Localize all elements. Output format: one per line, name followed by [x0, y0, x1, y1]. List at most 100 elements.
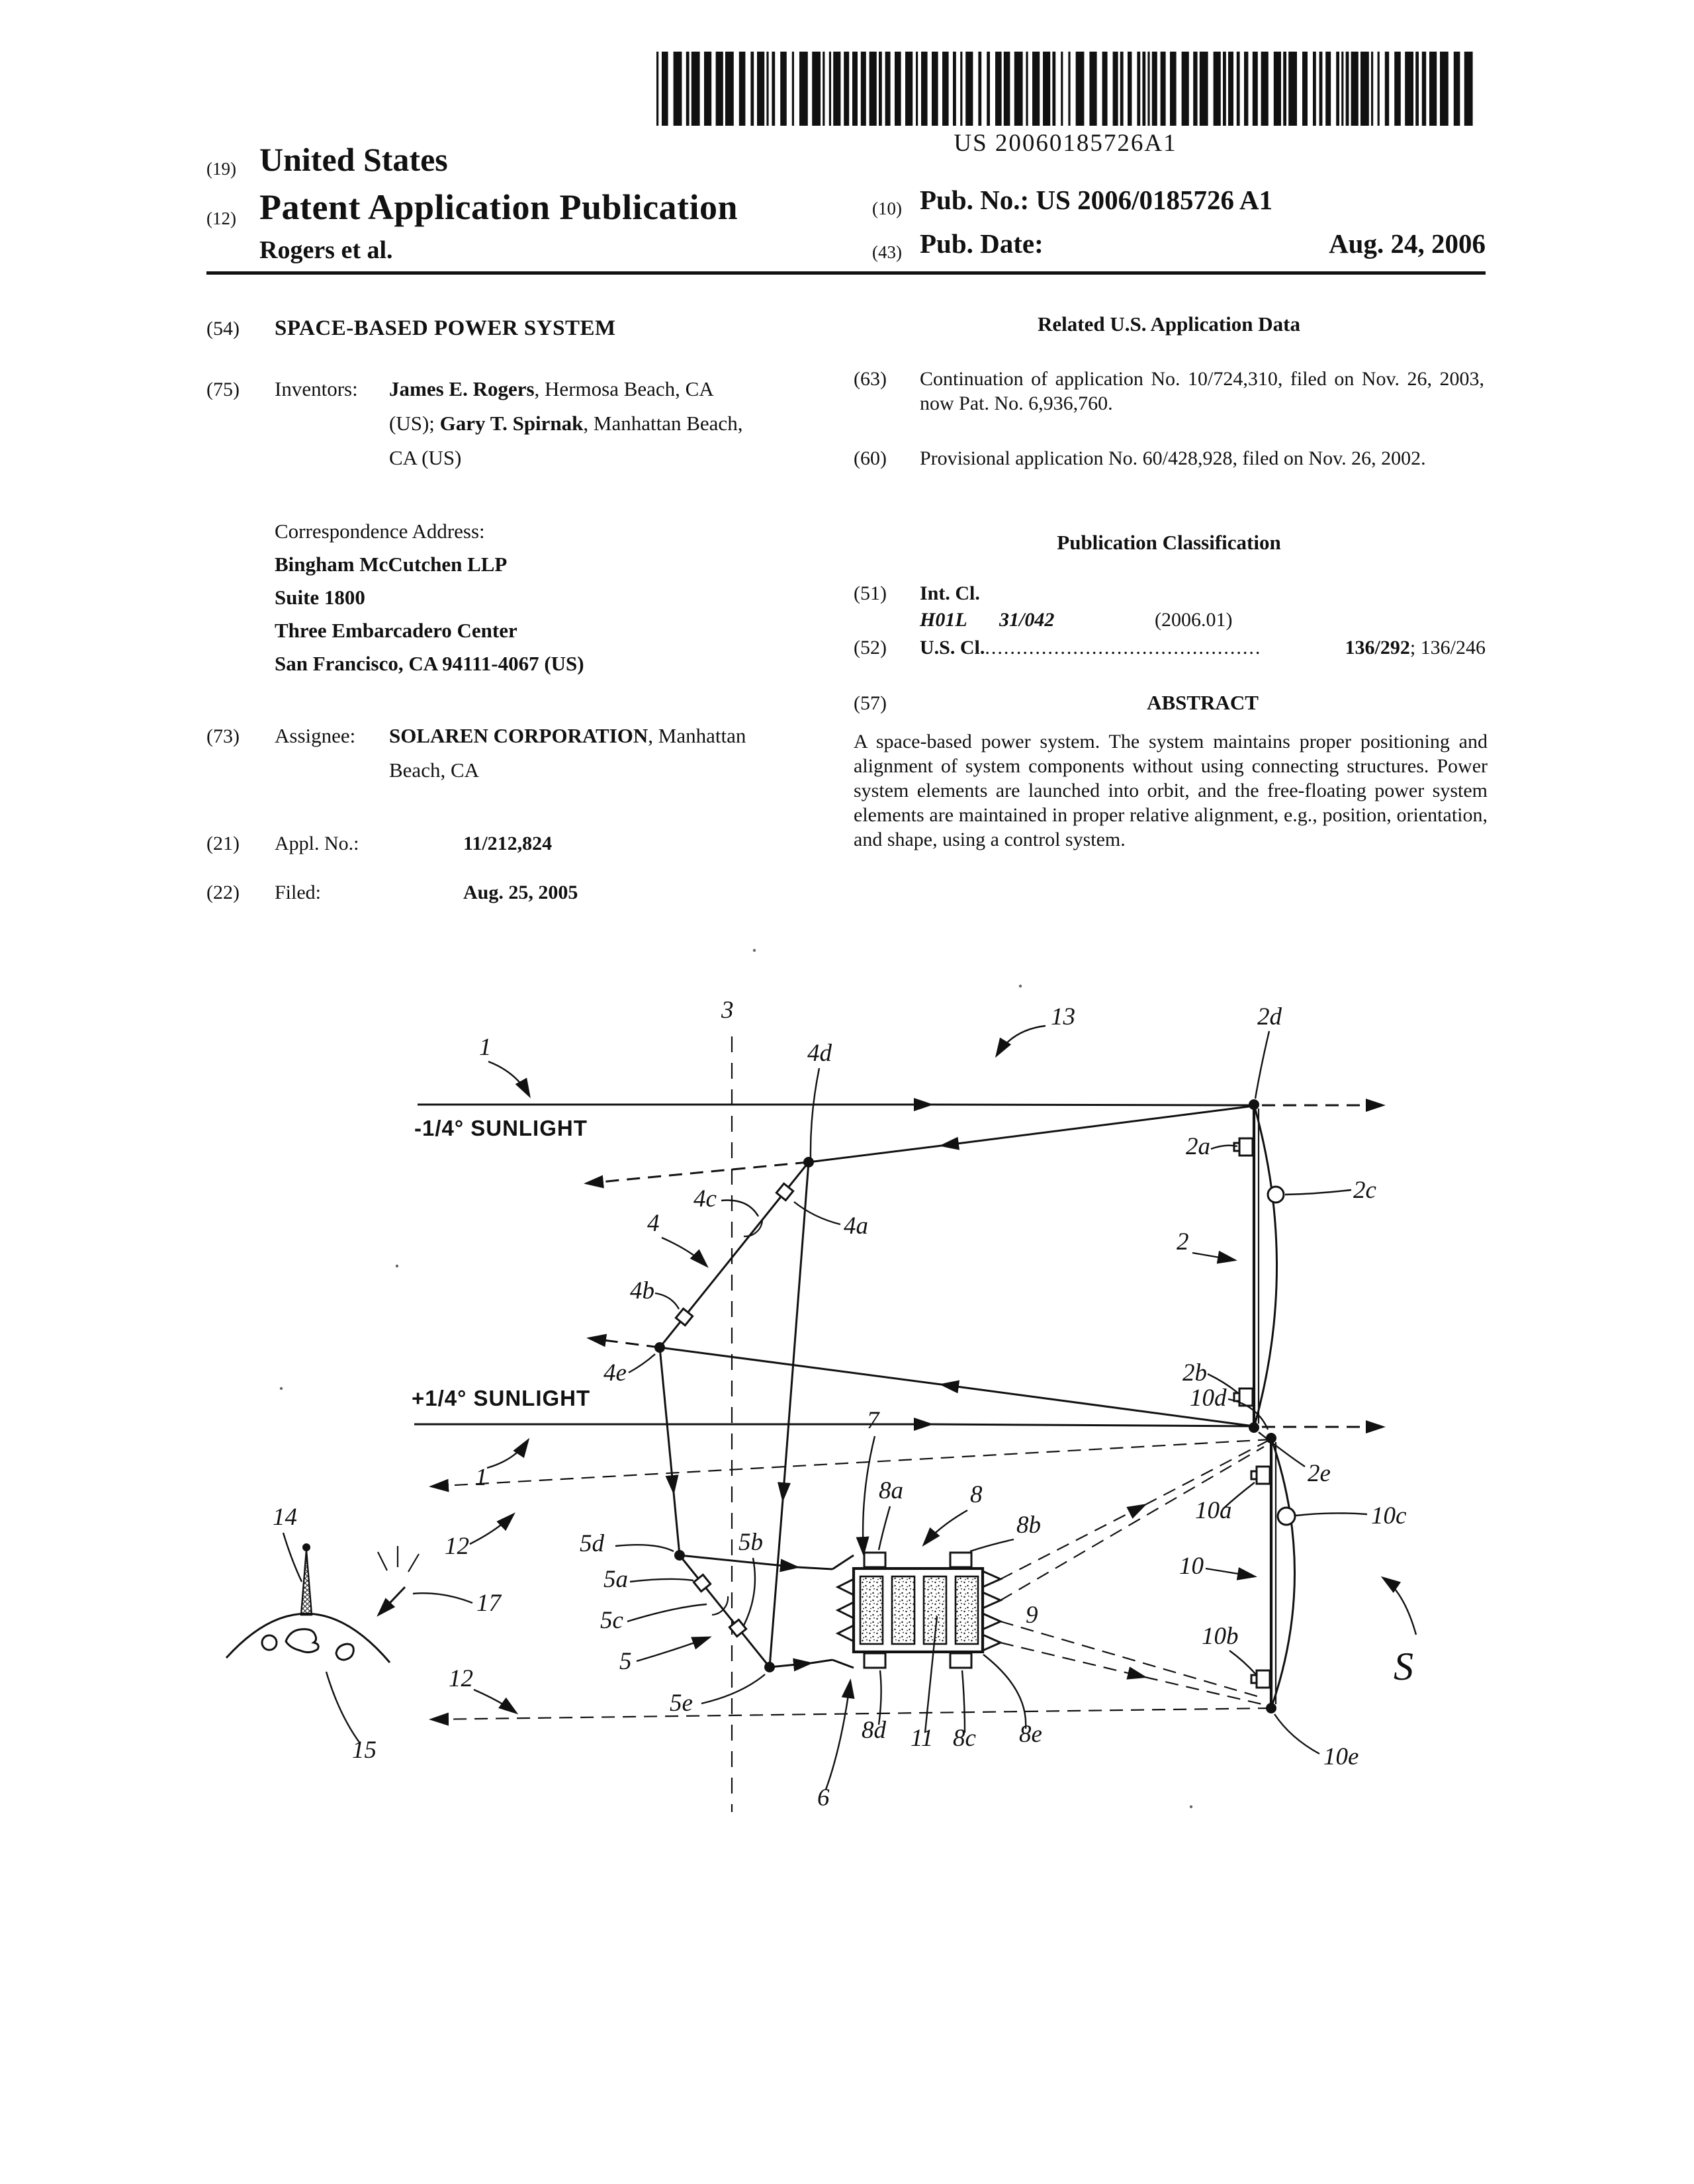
- figure-label-5: 5: [619, 1648, 632, 1675]
- figure-label-7: 7: [867, 1407, 880, 1434]
- figure-label-13: 13: [1051, 1003, 1075, 1030]
- figure-label-3: 3: [721, 997, 734, 1024]
- thruster-4b: [674, 1307, 694, 1327]
- pub-date-line: Pub. Date: Aug. 24, 2006: [920, 228, 1486, 259]
- correspondence-block: Correspondence Address: Bingham McCutche…: [275, 515, 698, 680]
- continent: [335, 1643, 355, 1661]
- angle-arc-5c: [711, 1596, 729, 1616]
- related-data-heading: Related U.S. Application Data: [1038, 312, 1300, 336]
- sensor-10c: [1276, 1506, 1296, 1526]
- figure-label-2a: 2a: [1186, 1133, 1210, 1160]
- pub-no-label: Pub. No.:: [920, 185, 1030, 215]
- document-type: Patent Application Publication: [259, 187, 738, 227]
- field-tag-51: (51): [854, 582, 887, 604]
- speck: [1189, 1805, 1193, 1809]
- mount-8a: [863, 1551, 887, 1569]
- pub-no-value: US 2006/0185726 A1: [1036, 185, 1273, 215]
- filed-row: (22) Filed: Aug. 25, 2005: [206, 880, 822, 905]
- figure-label-6: 6: [817, 1784, 830, 1811]
- us-cl-leader-dots: ........................................…: [985, 637, 1262, 659]
- system-label-13: 13: [995, 1003, 1075, 1058]
- left-horns: [835, 1577, 855, 1643]
- assignee-label: Assignee:: [275, 724, 356, 747]
- solar-panel: [954, 1575, 979, 1645]
- int-cl-label: Int. Cl.: [920, 582, 980, 604]
- solar-panel: [891, 1575, 916, 1645]
- sunlight-ray-bottom: +1/4° SUNLIGHT 1: [412, 1386, 1386, 1491]
- barcode-image: [656, 52, 1473, 126]
- related-60-row: (60) Provisional application No. 60/428,…: [854, 446, 1486, 471]
- int-cl-value-row: H01L 31/042 (2006.01): [920, 608, 1486, 632]
- earth: 14 15 17: [225, 1504, 502, 1764]
- inventors-row: (75) Inventors: James E. Rogers, Hermosa…: [206, 372, 822, 475]
- barcode-number: US 20060185726A1: [954, 130, 1177, 157]
- figure-label-8d: 8d: [862, 1717, 887, 1744]
- assignee-row: (73) Assignee: SOLAREN CORPORATION, Manh…: [206, 719, 822, 788]
- figure-label-1: 1: [479, 1034, 492, 1061]
- figure-label-8: 8: [970, 1481, 983, 1508]
- power-converter-assembly: 7 8a 8 8b 9 8d 11 8c 8e 6: [817, 1407, 1042, 1811]
- directing-mirror-5: 5d 5a 5c 5 5e 5b: [580, 1529, 775, 1717]
- speck: [1018, 984, 1022, 988]
- sensor-2c: [1267, 1185, 1285, 1204]
- earth-facing-reflector-10: 10d 10a 10c 10 10b 10e S: [1179, 1385, 1417, 1770]
- title-row: (54) SPACE-BASED POWER SYSTEM: [206, 316, 822, 341]
- appl-no-row: (21) Appl. No.: 11/212,824: [206, 831, 822, 856]
- field-tag-21: (21): [206, 833, 240, 854]
- int-cl-subclass: 31/042: [999, 609, 1055, 631]
- beam-lens2-to-mirror4: [584, 1105, 1255, 1428]
- figure-label-4: 4: [647, 1210, 660, 1237]
- correspondence-line: San Francisco, CA 94111-4067 (US): [275, 652, 584, 675]
- kind-code-19: (19): [206, 159, 236, 179]
- figure-label-10e: 10e: [1323, 1743, 1359, 1770]
- figure-label-2d: 2d: [1257, 1003, 1282, 1030]
- figure-label-8a: 8a: [879, 1477, 903, 1504]
- field-tag-75: (75): [206, 379, 240, 400]
- mount-8b: [949, 1551, 973, 1569]
- figure-label-10d: 10d: [1190, 1385, 1227, 1412]
- speck: [395, 1264, 399, 1268]
- sunlight-ray-top: -1/4° SUNLIGHT 1: [414, 1034, 1386, 1140]
- figure-label-15: 15: [352, 1737, 377, 1764]
- inventors-label: Inventors:: [275, 377, 358, 400]
- thruster-4a: [775, 1182, 795, 1202]
- lens10-top-node: [1266, 1433, 1276, 1443]
- field-tag-52: (52): [854, 637, 887, 659]
- sunlight-minus-label: -1/4° SUNLIGHT: [414, 1116, 588, 1140]
- figure-label-5c: 5c: [600, 1607, 624, 1634]
- figure-label-4e: 4e: [603, 1359, 627, 1387]
- inventor-name: Gary T. Spirnak: [439, 412, 584, 435]
- figure-label-2e: 2e: [1308, 1460, 1331, 1487]
- assignee-value: SOLAREN CORPORATION, Manhattan Beach, CA: [389, 724, 746, 782]
- invention-title: SPACE-BASED POWER SYSTEM: [275, 316, 616, 340]
- authors: Rogers et al.: [259, 236, 393, 264]
- figure-label-17: 17: [476, 1590, 502, 1617]
- solar-panel: [859, 1575, 884, 1645]
- int-cl-class: H01L: [920, 609, 967, 631]
- speck: [279, 1387, 283, 1390]
- assignee-name: SOLAREN CORPORATION: [389, 724, 648, 747]
- lens2-bottom-node: [1249, 1422, 1259, 1433]
- country-name: United States: [259, 141, 448, 178]
- figure-label-4c: 4c: [693, 1185, 717, 1212]
- pub-no-line: Pub. No.: US 2006/0185726 A1: [920, 184, 1272, 216]
- rectenna-tower: [300, 1549, 313, 1616]
- correspondence-line: Three Embarcadero Center: [275, 619, 517, 642]
- beam-spot-17: 17: [377, 1546, 502, 1617]
- figure-label-12: 12: [445, 1533, 469, 1560]
- pub-date-label: Pub. Date:: [920, 228, 1044, 259]
- int-cl-row: (51) Int. Cl.: [854, 581, 1486, 606]
- related-63-row: (63) Continuation of application No. 10/…: [854, 367, 1486, 416]
- appl-no-value: 11/212,824: [463, 833, 553, 854]
- us-cl-main: 136/292: [1345, 637, 1410, 659]
- figure-label-4a: 4a: [844, 1212, 868, 1240]
- inventors-value: James E. Rogers, Hermosa Beach, CA (US);…: [389, 377, 743, 469]
- figure-label-5e: 5e: [670, 1690, 693, 1717]
- kind-code-10: (10): [872, 199, 902, 218]
- figure-label-10: 10: [1179, 1553, 1204, 1580]
- thruster-5a: [692, 1573, 712, 1593]
- thruster-10b: [1255, 1669, 1271, 1689]
- figure-label-5a: 5a: [603, 1566, 628, 1593]
- us-cl-secondary: ; 136/246: [1409, 637, 1486, 659]
